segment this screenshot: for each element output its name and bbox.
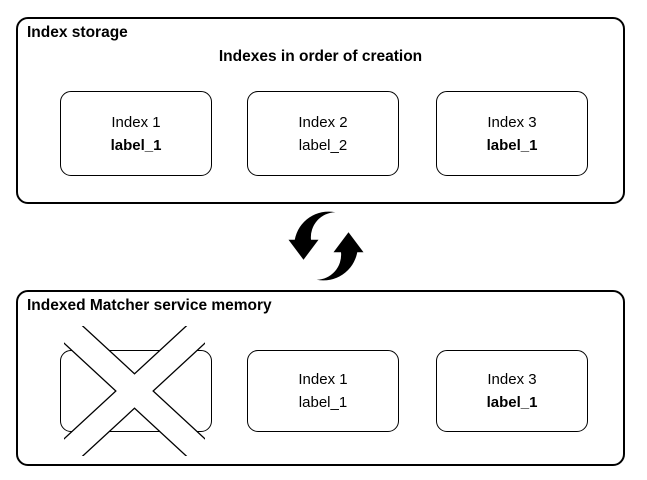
- matcher-memory-section: Indexed Matcher service memory Index 2 l…: [16, 290, 625, 466]
- index-card: Index 1 label_1: [60, 91, 212, 176]
- circular-refresh-arrows-icon: [288, 211, 364, 281]
- index-name: Index 2: [298, 113, 348, 131]
- index-card: Index 2 label_2: [247, 91, 399, 176]
- index-label: label_1: [110, 136, 162, 154]
- section-title: Index storage: [27, 24, 128, 41]
- index-card: Index 1 label_1: [247, 350, 399, 432]
- index-label: label_1: [298, 394, 348, 411]
- index-name: Index 3: [487, 371, 537, 388]
- row-title: Indexes in order of creation: [218, 48, 423, 65]
- index-name: Index 1: [298, 371, 348, 388]
- index-card-crossed-out: Index 2 label_2: [60, 350, 212, 432]
- index-card: Index 3 label_1: [436, 350, 588, 432]
- index-card: Index 3 label_1: [436, 91, 588, 176]
- index-name: Index 1: [111, 113, 161, 131]
- index-name: Index 3: [487, 113, 537, 131]
- index-label: label_2: [111, 394, 161, 411]
- index-label: label_1: [486, 394, 538, 411]
- index-name: Index 2: [111, 371, 161, 388]
- index-label: label_1: [486, 136, 538, 154]
- index-label: label_2: [298, 136, 348, 154]
- section-title: Indexed Matcher service memory: [27, 297, 272, 314]
- index-storage-section: Index storage Indexes in order of creati…: [16, 17, 625, 204]
